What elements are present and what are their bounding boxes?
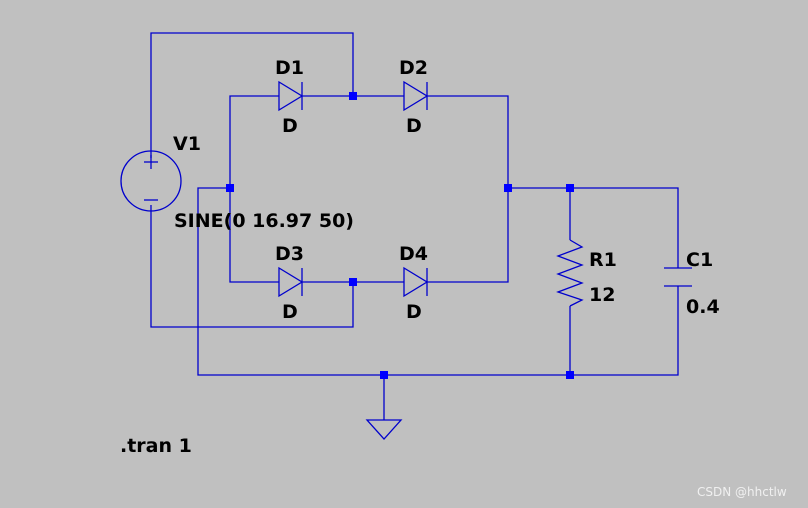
d2-name-label: D2	[399, 57, 428, 79]
node-right	[504, 184, 512, 192]
c1-name-label: C1	[686, 249, 713, 271]
d4-name-label: D4	[399, 243, 428, 265]
c1-value-label: 0.4	[686, 296, 720, 318]
resistor-r1[interactable]	[556, 239, 584, 307]
d1-model-label: D	[282, 115, 298, 137]
junction-nodes	[226, 92, 574, 379]
voltage-source-v1[interactable]	[120, 150, 182, 212]
r1-name-label: R1	[589, 249, 617, 271]
d2-model-label: D	[406, 115, 422, 137]
d1-name-label: D1	[275, 57, 304, 79]
node-bottom	[349, 278, 357, 286]
d3-model-label: D	[282, 301, 298, 323]
node-left	[226, 184, 234, 192]
tran-directive: .tran 1	[120, 435, 192, 457]
ground-icon	[365, 419, 403, 440]
diode-d2[interactable]	[403, 80, 429, 112]
v1-value-label: SINE(0 16.97 50)	[174, 210, 354, 232]
d4-model-label: D	[406, 301, 422, 323]
node-r1-top	[566, 184, 574, 192]
node-r1-bottom	[566, 371, 574, 379]
diode-d3[interactable]	[278, 266, 304, 298]
node-ground	[380, 371, 388, 379]
capacitor-c1[interactable]	[664, 267, 692, 287]
d3-name-label: D3	[275, 243, 304, 265]
diode-d4[interactable]	[403, 266, 429, 298]
v1-name-label: V1	[173, 133, 201, 155]
r1-value-label: 12	[589, 284, 615, 306]
watermark: CSDN @hhctlw	[697, 485, 787, 499]
diode-d1[interactable]	[278, 80, 304, 112]
node-top	[349, 92, 357, 100]
